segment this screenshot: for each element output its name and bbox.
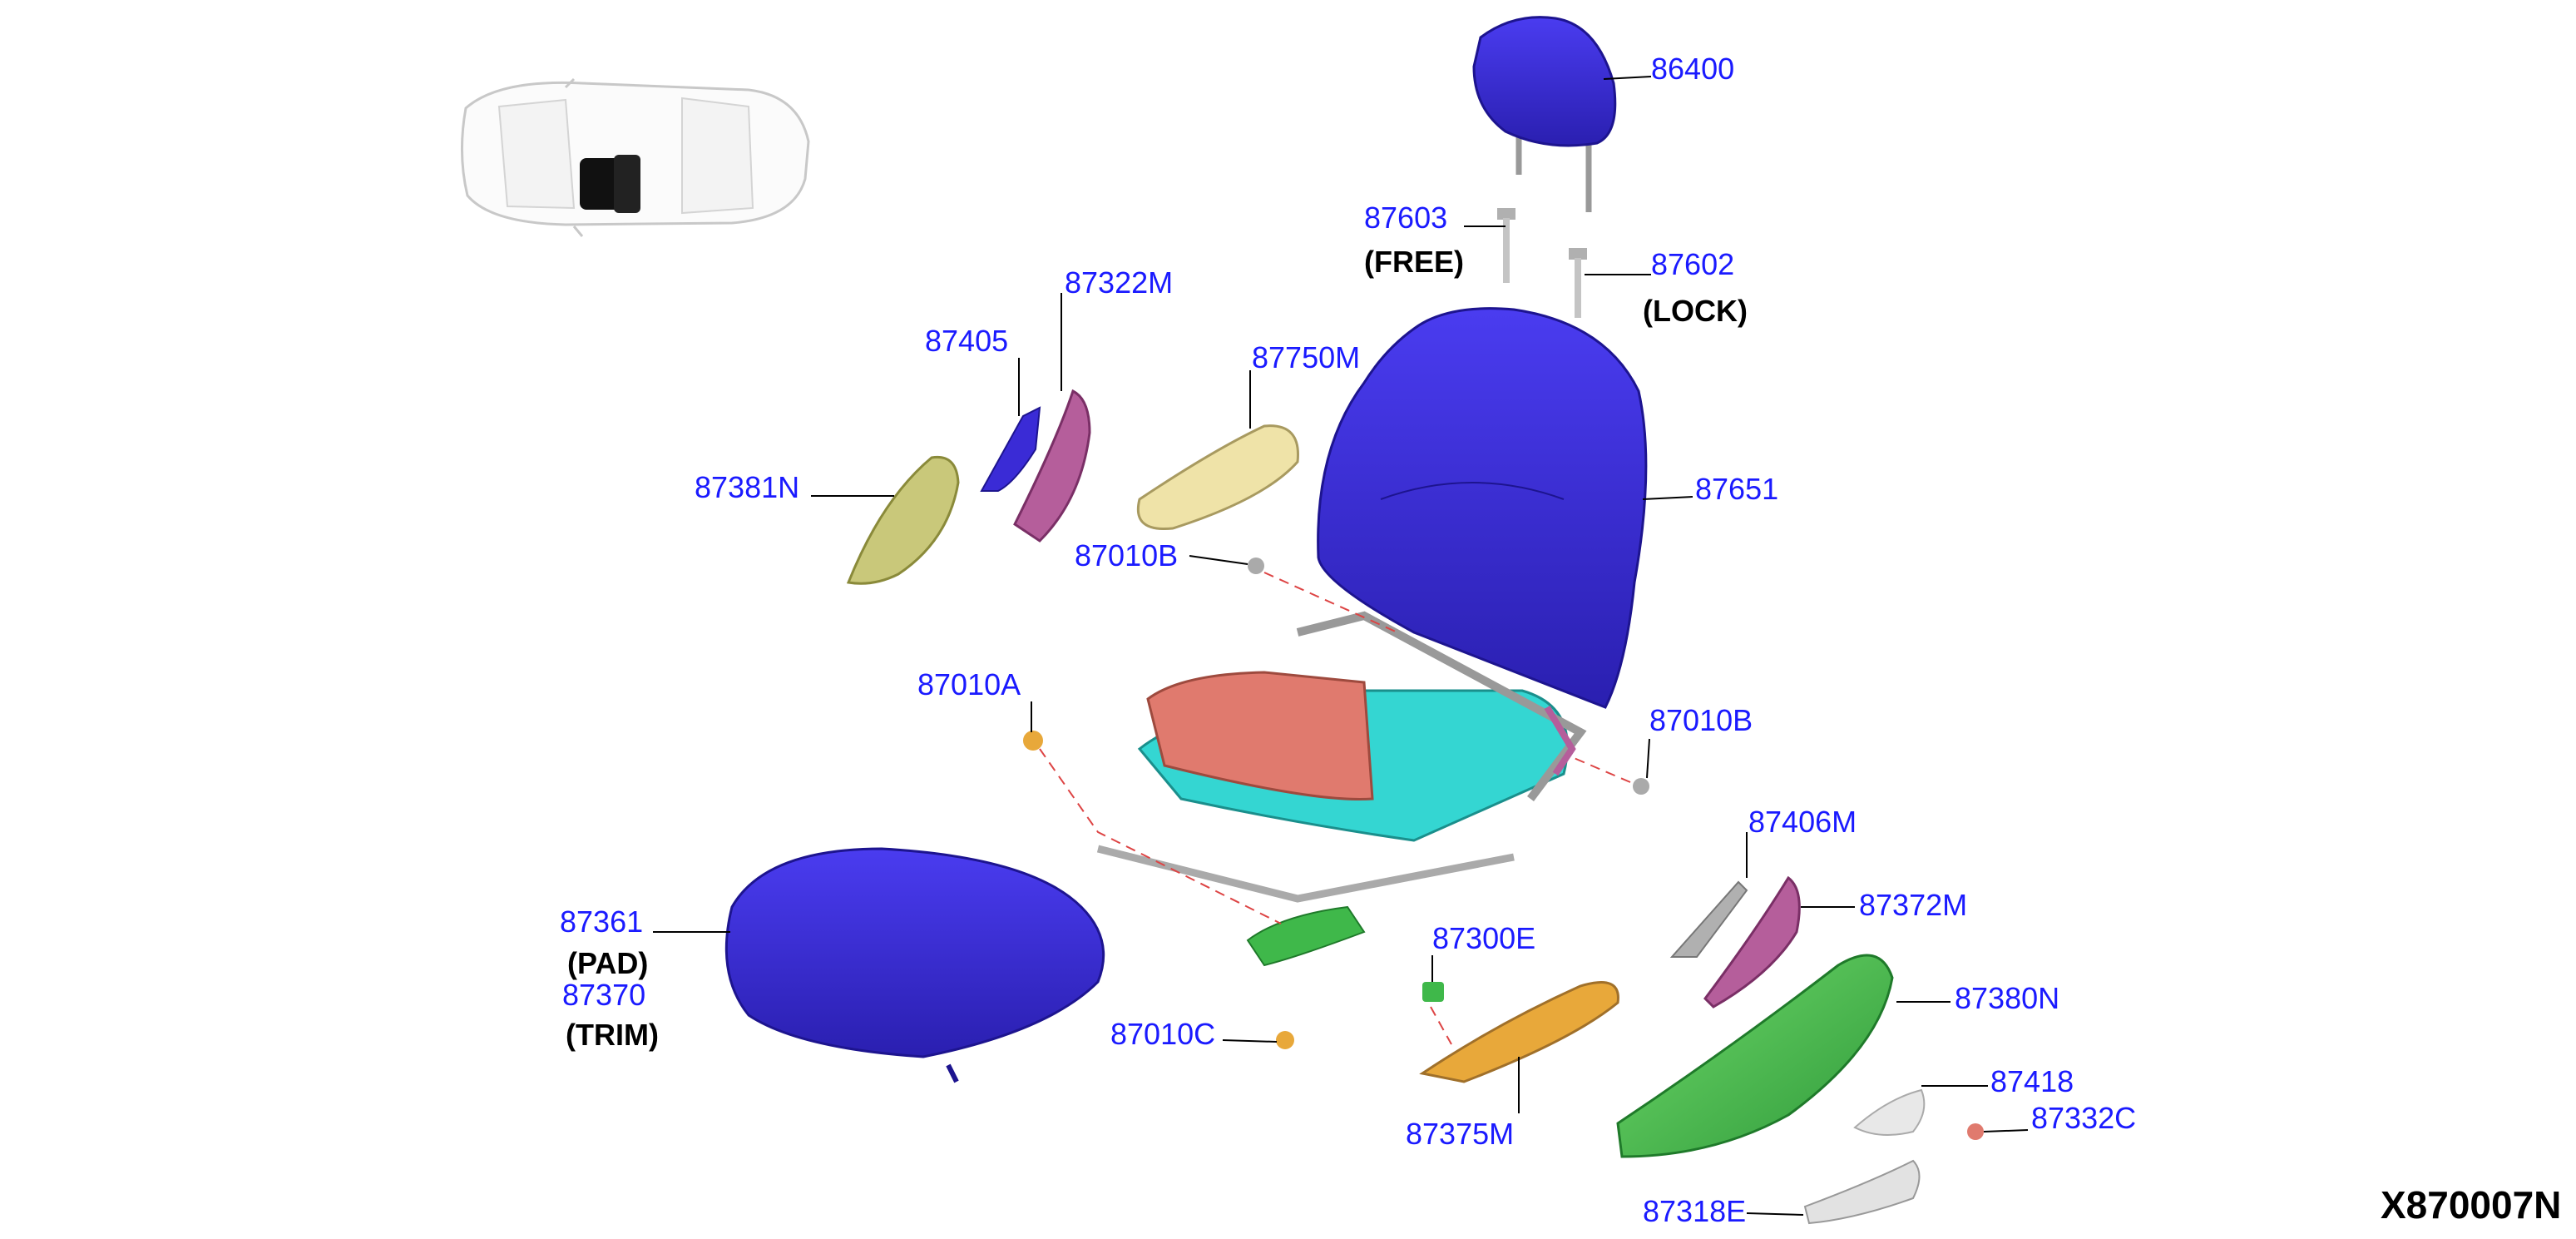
side-pad-part [1137,424,1299,531]
lift-lever-part [1803,1159,1921,1225]
bolt-c-part [1276,1031,1294,1049]
label-87381N[interactable]: 87381N [695,470,800,504]
label-87375M[interactable]: 87375M [1406,1117,1515,1151]
knob-bracket-part [980,406,1041,492]
label-87010A[interactable]: 87010A [917,667,1021,701]
label-87370[interactable]: 87370 [562,978,646,1012]
label-87332C[interactable]: 87332C [2031,1101,2137,1135]
leader-lines [653,76,2029,1216]
clip-e-part [1422,982,1444,1002]
label-87603[interactable]: 87603 [1364,201,1448,235]
label-87322M[interactable]: 87322M [1065,265,1174,300]
note-free: (FREE) [1364,245,1464,279]
label-87372M[interactable]: 87372M [1859,888,1968,922]
label-87010B-top[interactable]: 87010B [1075,538,1179,572]
note-pad: (PAD) [567,946,649,980]
cushion-bracket-part [1669,880,1748,958]
car-location-icon [460,77,810,237]
label-87750M[interactable]: 87750M [1252,340,1361,374]
label-87380N[interactable]: 87380N [1955,981,2060,1015]
label-87300E[interactable]: 87300E [1432,921,1536,955]
headrest-part [1472,16,1617,212]
label-87651[interactable]: 87651 [1695,472,1779,506]
label-87010B-right[interactable]: 87010B [1649,703,1753,737]
label-87318E[interactable]: 87318E [1643,1194,1747,1228]
lever-knob-part [1853,1088,1926,1136]
clip-c-part [1967,1123,1984,1140]
label-87405[interactable]: 87405 [925,324,1009,358]
seat-back-part [1317,307,1648,709]
label-87361[interactable]: 87361 [560,904,644,939]
label-87418[interactable]: 87418 [1990,1064,2074,1098]
outer-shield-part [1616,954,1894,1158]
label-87406M[interactable]: 87406M [1748,805,1857,839]
assembly-dashed-lines [1039,572,1631,1045]
note-lock: (LOCK) [1643,294,1748,328]
diagram-code: X870007N [2381,1183,2562,1227]
lower-finisher-part [1419,981,1619,1083]
inner-shield-part [1013,389,1091,543]
note-trim: (TRIM) [566,1018,659,1052]
shield-panel-part [846,455,960,585]
label-87602[interactable]: 87602 [1651,247,1735,281]
headrest-guides [1497,208,1587,318]
bolt-b-top-part [1248,558,1264,574]
label-87010C[interactable]: 87010C [1110,1017,1216,1051]
bolt-b-right-part [1633,778,1649,795]
seat-cushion-part [724,847,1105,1083]
bolt-a-part [1023,731,1043,751]
cushion-finisher-part [1703,875,1801,1009]
label-86400[interactable]: 86400 [1651,52,1735,86]
